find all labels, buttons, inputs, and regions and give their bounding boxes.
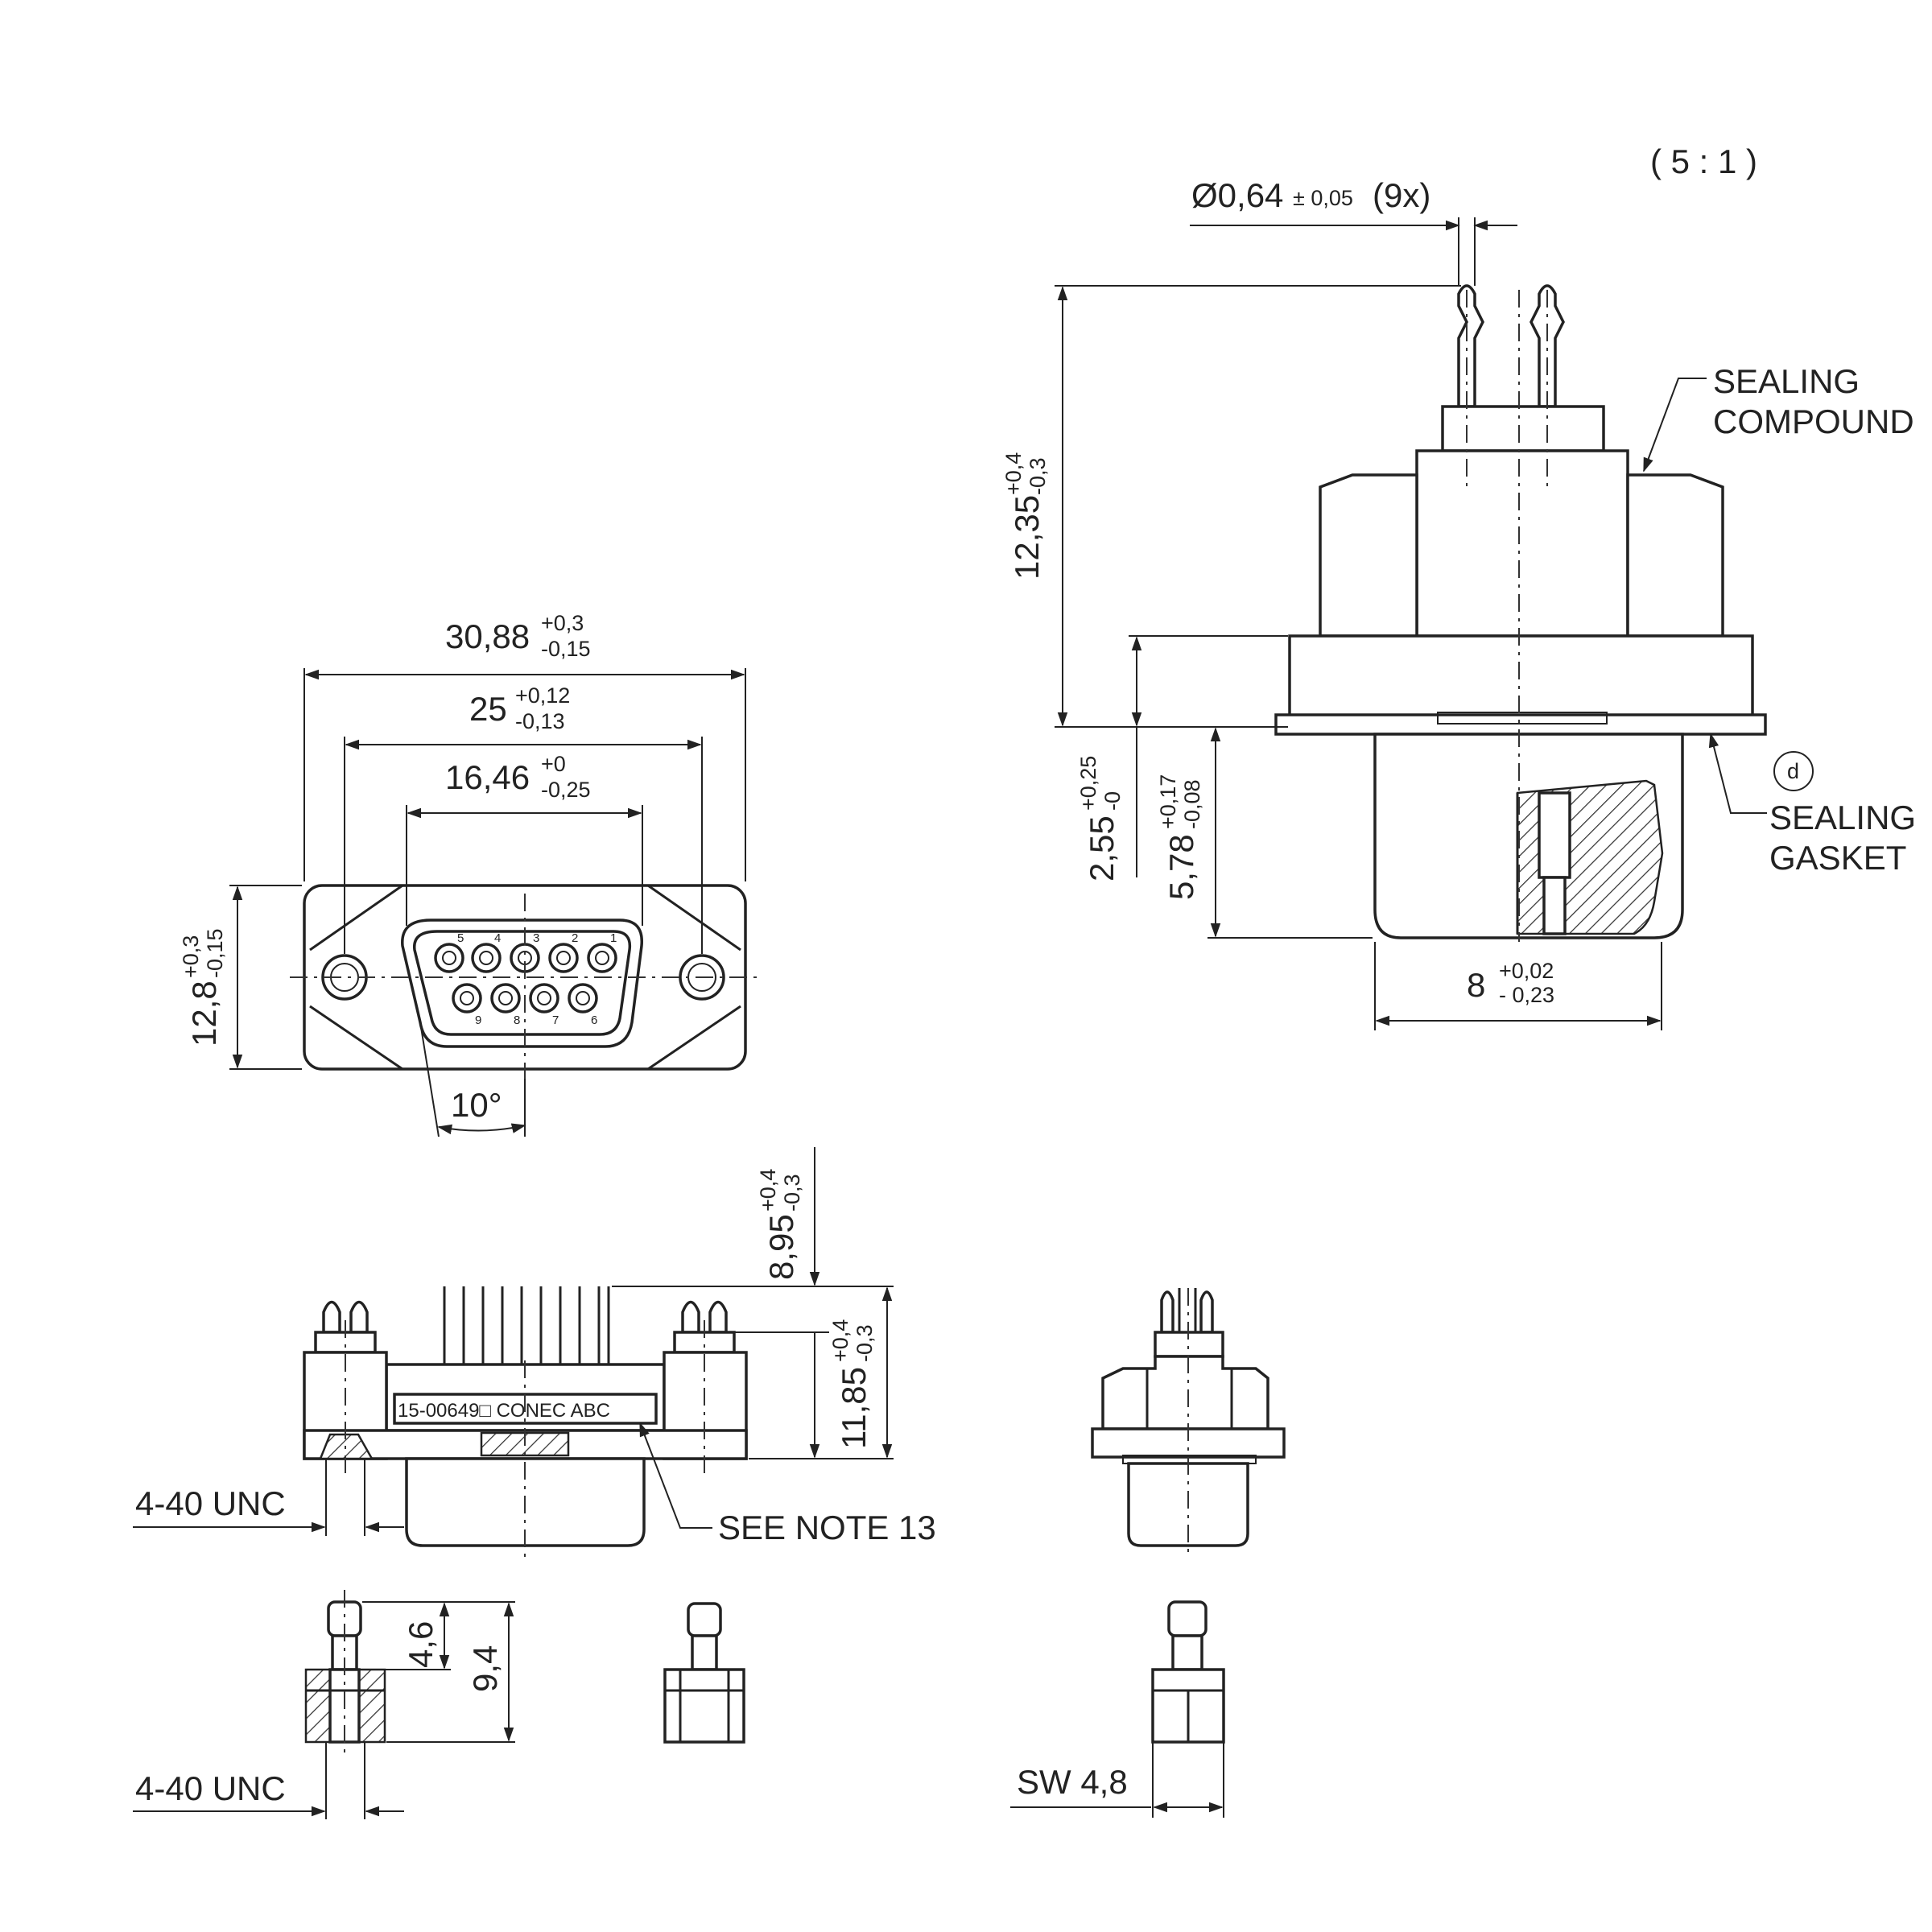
socket-bore (1538, 791, 1571, 879)
flange-thickness-lower: -0 (1100, 791, 1125, 811)
pin-diameter-tol: ± 0,05 (1293, 186, 1353, 210)
hole-spacing-upper: +0,12 (515, 683, 570, 708)
sealing-compound-line2: COMPOUND (1713, 402, 1914, 440)
jackscrew-hex: SW 4,8 (1010, 1600, 1225, 1818)
pin-length-lower: -0,3 (780, 1174, 804, 1212)
overall-height-value: 11,85 (835, 1367, 873, 1449)
boardlock-right (681, 1300, 728, 1334)
pin-number-2: 2 (572, 931, 578, 945)
contact-row-bottom (452, 983, 598, 1013)
scale-label: ( 5 : 1 ) (1650, 142, 1757, 180)
shell-width-side-value: 8 (1467, 966, 1485, 1004)
pin-length-upper: +0,4 (756, 1169, 780, 1212)
pin-diameter-count: (9x) (1373, 176, 1430, 214)
shell-width-side-lower: - 0,23 (1499, 983, 1554, 1007)
sealing-compound-leader (1643, 378, 1707, 473)
flange-height-upper: +0,3 (179, 935, 203, 978)
overall-height-upper: +0,4 (828, 1319, 852, 1362)
thread-label-2: 4-40 UNC (135, 1769, 286, 1807)
height-main-value: 12,35 (1008, 495, 1046, 580)
pin-number-1: 1 (610, 931, 617, 945)
marking-text: 15-00649□ CONEC ABC (398, 1400, 610, 1422)
thread-label-1: 4-40 UNC (135, 1484, 286, 1522)
flange-groove (1437, 712, 1608, 724)
pin-number-4: 4 (494, 931, 501, 945)
hole-spacing-lower: -0,13 (515, 709, 565, 733)
note-marker-circle (1773, 751, 1814, 791)
shell-depth-upper: +0,17 (1156, 774, 1180, 829)
see-note-leader (639, 1422, 712, 1529)
boardlock-left (322, 1300, 369, 1334)
jackscrew-plain (663, 1602, 745, 1744)
screw-short-length: 4,6 (402, 1621, 440, 1668)
side-section-view: Ø0,64 ± 0,05 (9x) 12,35 +0,4 -0,3 2,55 +… (1001, 176, 1916, 1030)
shell-depth-value: 5,78 (1162, 834, 1200, 900)
pcb-pins (443, 1286, 610, 1364)
pin-number-3: 3 (533, 931, 539, 945)
flange-block (1288, 634, 1754, 724)
side-elevation-view: 15-00649□ CONEC ABC 8,95 +0,4 -0,3 11,85… (133, 1147, 936, 1558)
front-view: 5 4 3 2 1 9 8 7 6 30,88 +0,3 -0,15 25 +0… (179, 611, 761, 1137)
flange-width-lower: -0,15 (541, 637, 591, 661)
insulator-mid (1415, 449, 1629, 638)
shell-width-lower: -0,25 (541, 778, 591, 802)
draft-angle: 10° (451, 1086, 502, 1124)
screw-long-length: 9,4 (466, 1645, 504, 1692)
pin-length-value: 8,95 (762, 1214, 800, 1280)
sealing-gasket-line2: GASKET (1769, 839, 1906, 877)
flange-height-value: 12,8 (185, 980, 223, 1046)
height-main-upper: +0,4 (1001, 452, 1026, 495)
hole-spacing-value: 25 (469, 690, 507, 728)
pin-number-7: 7 (552, 1013, 559, 1027)
sealing-gasket-leader (1708, 733, 1767, 814)
socket-tip (1542, 876, 1567, 935)
flange-height-lower: -0,15 (203, 928, 227, 978)
insulator-top (1441, 405, 1605, 452)
flange-width-value: 30,88 (445, 617, 530, 655)
note-marker: d (1787, 759, 1799, 783)
pin-right (1530, 284, 1565, 408)
shell-width-value: 16,46 (445, 758, 530, 796)
shell-depth-lower: -0,08 (1180, 779, 1204, 829)
flange-thickness-value: 2,55 (1083, 815, 1121, 881)
overall-height-lower: -0,3 (852, 1324, 877, 1362)
wrench-size: SW 4,8 (1017, 1763, 1128, 1801)
pin-number-5: 5 (457, 931, 464, 945)
pin-left (1457, 284, 1484, 408)
sealing-compound-line1: SEALING (1713, 362, 1860, 400)
flange-thickness-upper: +0,25 (1076, 756, 1100, 811)
sealing-gasket-line1: SEALING (1769, 799, 1916, 836)
end-view (1091, 1288, 1286, 1558)
pin-diameter-value: Ø0,64 (1191, 176, 1283, 214)
jackscrew-sectioned: 4,6 9,4 4-40 UNC (133, 1590, 515, 1819)
see-note: SEE NOTE 13 (718, 1509, 936, 1546)
flange-width-upper: +0,3 (541, 611, 584, 635)
shell-width-side-upper: +0,02 (1499, 959, 1554, 983)
pin-number-6: 6 (591, 1013, 597, 1027)
end-body (1101, 1355, 1269, 1430)
shell-width-upper: +0 (541, 752, 566, 776)
pin-number-9: 9 (475, 1013, 481, 1027)
height-main-lower: -0,3 (1026, 457, 1050, 495)
contact-row-top (434, 943, 617, 973)
pin-number-8: 8 (514, 1013, 520, 1027)
